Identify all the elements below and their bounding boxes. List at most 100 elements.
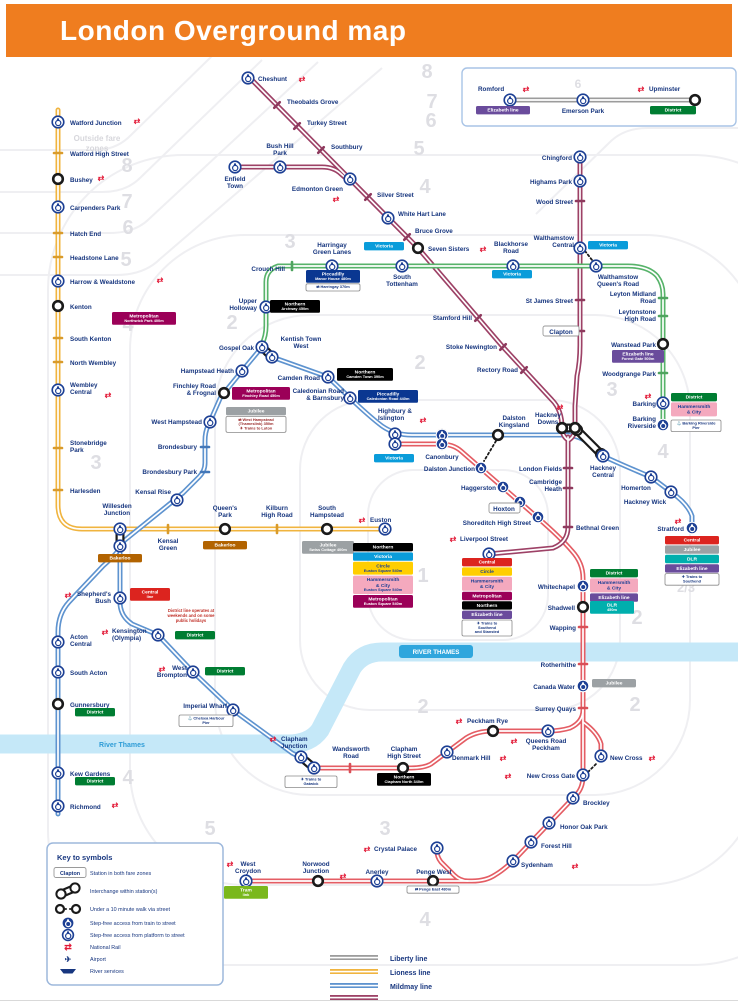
svg-text:Green Lanes: Green Lanes: [313, 249, 352, 256]
svg-text:Kensal: Kensal: [158, 538, 179, 545]
svg-text:2: 2: [417, 696, 428, 718]
svg-text:Junction: Junction: [104, 510, 130, 517]
svg-text:Mildmay line: Mildmay line: [390, 984, 432, 991]
svg-text:Outside fare: Outside fare: [74, 134, 121, 143]
svg-text:Wood Street: Wood Street: [536, 199, 574, 206]
svg-text:Highbury &: Highbury &: [378, 408, 412, 415]
svg-text:Pier: Pier: [202, 720, 210, 725]
svg-text:Edmonton Green: Edmonton Green: [292, 186, 343, 193]
svg-text:Forest Gate 500m: Forest Gate 500m: [622, 356, 655, 361]
station-stratford: [685, 521, 699, 535]
svg-text:District: District: [87, 779, 104, 785]
svg-text:Hatch End: Hatch End: [70, 231, 101, 238]
station-brockley: [566, 791, 580, 805]
svg-text:Victoria: Victoria: [599, 243, 617, 249]
station-watford-junction: [51, 115, 65, 129]
svg-text:Clapham: Clapham: [281, 736, 308, 743]
station-west-croydon: [239, 874, 253, 888]
svg-text:Road: Road: [640, 298, 656, 305]
svg-text:Junction: Junction: [281, 743, 307, 750]
svg-text:Northern: Northern: [373, 545, 394, 551]
svg-text:Victoria: Victoria: [385, 456, 403, 462]
svg-text:Road: Road: [503, 248, 519, 255]
svg-text:line: line: [147, 594, 155, 599]
svg-text:Northern: Northern: [394, 775, 415, 781]
svg-text:Circle: Circle: [376, 563, 390, 569]
svg-text:Euston Square 540m: Euston Square 540m: [364, 587, 403, 592]
svg-text:Kilburn: Kilburn: [266, 505, 288, 512]
svg-text:& City: & City: [607, 586, 621, 592]
station-kentish-town-west: [265, 350, 279, 364]
station-kenton: [51, 299, 65, 313]
header-bar: London Overground map: [6, 4, 732, 57]
svg-text:Victoria: Victoria: [374, 554, 392, 560]
svg-text:Canonbury: Canonbury: [425, 454, 459, 461]
station-hackney-central: [596, 449, 610, 463]
svg-text:Stamford Hill: Stamford Hill: [433, 315, 472, 322]
station-turkey-street: [292, 121, 302, 131]
svg-text:Shoreditch High Street: Shoreditch High Street: [463, 520, 532, 527]
svg-text:Metropolitan: Metropolitan: [129, 314, 158, 320]
svg-text:Central: Central: [70, 389, 92, 396]
svg-text:Bethnal Green: Bethnal Green: [576, 525, 619, 532]
svg-text:✈: ✈: [65, 955, 72, 964]
svg-text:Wembley: Wembley: [70, 382, 98, 389]
svg-text:Step-free access from platform: Step-free access from platform to street: [90, 933, 185, 939]
station-shepherd-s-bush: [113, 591, 127, 605]
svg-text:Silver Street: Silver Street: [377, 192, 415, 199]
svg-text:4: 4: [419, 176, 431, 198]
station-peckham-rye: [486, 724, 500, 738]
svg-text:Haggerston: Haggerston: [461, 485, 496, 492]
svg-text:Caledonian Road 440m: Caledonian Road 440m: [367, 396, 410, 401]
station-south-hampstead: [320, 522, 334, 536]
svg-text:3: 3: [379, 818, 390, 840]
svg-text:Hackney: Hackney: [590, 465, 616, 472]
svg-text:Park: Park: [218, 512, 232, 519]
station-south-tottenham: [395, 259, 409, 273]
svg-text:Northern: Northern: [355, 370, 376, 376]
station-cheshunt: [241, 71, 255, 85]
svg-text:St James Street: St James Street: [526, 298, 574, 305]
svg-text:⇄: ⇄: [134, 117, 141, 126]
svg-text:Central: Central: [70, 641, 92, 648]
svg-text:⇄: ⇄: [270, 735, 277, 744]
svg-text:Hammersmith: Hammersmith: [471, 578, 504, 584]
svg-text:Crouch Hill: Crouch Hill: [251, 266, 285, 273]
svg-text:Bakerloo: Bakerloo: [110, 556, 131, 562]
svg-text:⇄ Harringay 370m: ⇄ Harringay 370m: [316, 283, 350, 290]
svg-text:Shadwell: Shadwell: [548, 605, 576, 612]
svg-text:7: 7: [121, 191, 132, 213]
station-hampstead-heath: [235, 364, 249, 378]
svg-text:Stoke Newington: Stoke Newington: [446, 344, 497, 351]
svg-text:District: District: [606, 571, 623, 577]
svg-text:Piccadilly: Piccadilly: [377, 392, 400, 398]
svg-text:Brondesbury: Brondesbury: [158, 444, 198, 451]
svg-text:Wapping: Wapping: [550, 625, 577, 632]
svg-text:⇄: ⇄: [511, 737, 518, 746]
svg-text:Carpenders Park: Carpenders Park: [70, 205, 121, 212]
svg-text:Bush Hill: Bush Hill: [266, 143, 294, 150]
svg-text:Caledonian Road: Caledonian Road: [293, 388, 345, 395]
svg-text:& City: & City: [480, 584, 494, 590]
svg-text:Chingford: Chingford: [542, 155, 572, 162]
svg-text:Brondesbury Park: Brondesbury Park: [142, 469, 197, 476]
station-clapham-junction-south: [307, 761, 321, 775]
station-new-cross: [594, 749, 608, 763]
svg-text:White Hart Lane: White Hart Lane: [398, 211, 446, 218]
svg-text:Central: Central: [142, 590, 159, 596]
svg-text:Hoxton: Hoxton: [493, 506, 515, 513]
svg-text:Jubilee: Jubilee: [320, 543, 337, 549]
station-bush-hill-park: [273, 160, 287, 174]
svg-text:8: 8: [421, 61, 432, 83]
svg-text:⇄: ⇄: [557, 403, 564, 412]
svg-text:District: District: [87, 710, 104, 716]
svg-text:2: 2: [631, 607, 642, 629]
svg-text:Green: Green: [159, 545, 177, 552]
svg-text:River services: River services: [90, 969, 124, 975]
svg-text:⇄: ⇄: [649, 754, 656, 763]
